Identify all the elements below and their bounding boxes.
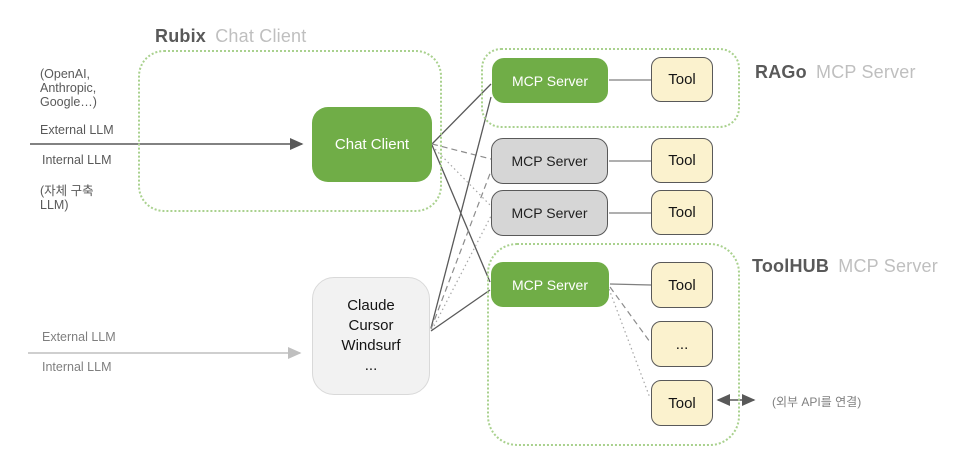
rago-tool-node: Tool (651, 57, 713, 102)
external-api-note: (외부 API를 연결) (772, 395, 862, 409)
rubix-chat-client-group (138, 50, 442, 212)
gray-mcp-server-node-2: MCP Server (491, 190, 608, 236)
connector-toolhub-mcp-to-more (609, 286, 651, 343)
rago-group-title-bold: RAGo (755, 62, 807, 82)
rubix-group-title-bold: Rubix (155, 26, 207, 46)
connector-claude-to-gray1-mcp (430, 170, 492, 330)
toolhub-group-title-bold: ToolHUB (752, 256, 830, 276)
connector-toolhub-mcp-to-tool2 (608, 288, 651, 399)
toolhub-tool-node-2: Tool (651, 380, 713, 426)
toolhub-mcp-server-node: MCP Server (491, 262, 609, 307)
rago-group-title-light: MCP Server (816, 62, 916, 82)
toolhub-mcp-server-group (487, 243, 740, 446)
chat-client-node: Chat Client (312, 107, 432, 182)
llm-providers-label: (OpenAI, Anthropic, Google…) (40, 67, 97, 109)
toolhub-more-tools-node: ... (651, 321, 713, 367)
claude-cursor-windsurf-node: Claude Cursor Windsurf ... (312, 277, 430, 395)
toolhub-tool-node-1: Tool (651, 262, 713, 308)
rubix-group-title-light: Chat Client (215, 26, 307, 46)
gray-tool-node-2: Tool (651, 190, 713, 235)
toolhub-group-title: ToolHUB MCP Server (752, 256, 938, 277)
rubix-group-title: Rubix Chat Client (155, 26, 306, 47)
external-llm-label-bottom: External LLM (42, 330, 116, 344)
connector-claude-to-gray2-mcp (431, 215, 492, 331)
internal-llm-label-top: Internal LLM (42, 153, 112, 167)
rago-mcp-server-group (481, 48, 740, 128)
external-llm-label-top: External LLM (40, 123, 114, 137)
rago-group-title: RAGo MCP Server (755, 62, 916, 83)
toolhub-group-title-light: MCP Server (838, 256, 938, 276)
self-built-llm-label: (자체 구축 LLM) (40, 184, 94, 212)
connector-claude-to-toolhub-mcp (430, 289, 491, 332)
internal-llm-label-bottom: Internal LLM (42, 360, 112, 374)
gray-mcp-server-node-1: MCP Server (491, 138, 608, 184)
gray-tool-node-1: Tool (651, 138, 713, 183)
connector-claude-to-rago-mcp (430, 96, 492, 329)
connector-toolhub-mcp-to-tool1 (609, 283, 652, 286)
rago-mcp-server-node: MCP Server (492, 58, 608, 103)
